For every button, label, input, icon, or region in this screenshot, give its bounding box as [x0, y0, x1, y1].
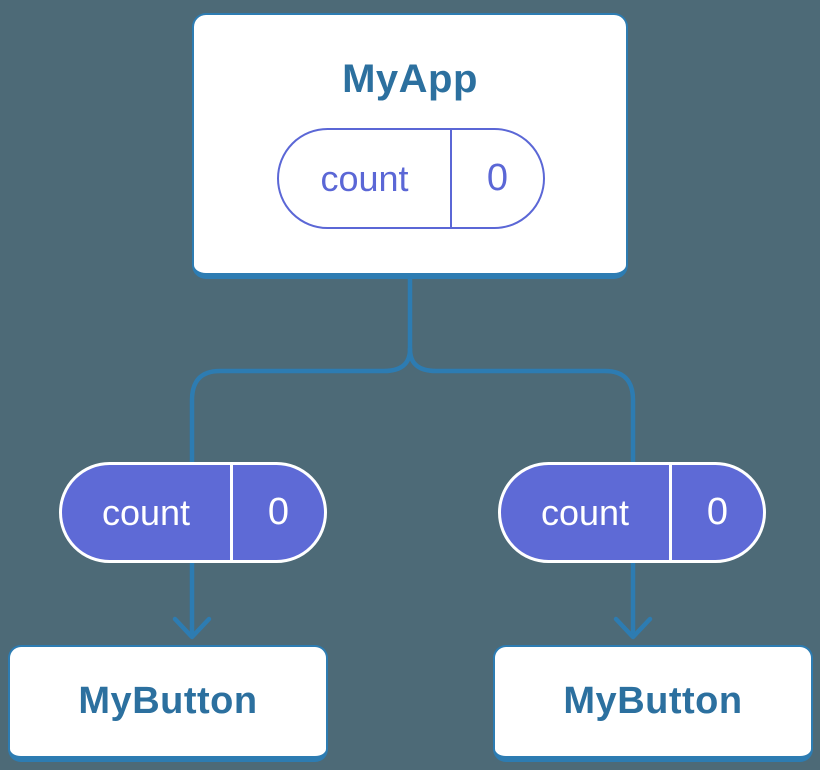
left-prop-value: 0 — [267, 491, 290, 533]
right-prop-name: count — [501, 465, 672, 560]
right-child-component-title: MyButton — [563, 680, 743, 722]
right-prop-value: 0 — [706, 491, 729, 533]
right-arrowhead-icon — [613, 616, 653, 640]
left-child-component-node: MyButton — [8, 645, 328, 762]
left-prop-name: count — [62, 465, 233, 560]
left-child-component-title: MyButton — [78, 680, 258, 722]
root-state-pill: count 0 — [277, 128, 545, 229]
root-component-title: MyApp — [342, 57, 478, 101]
left-arrowhead-icon — [172, 616, 212, 640]
right-branch-line — [407, 346, 636, 468]
root-component-node: MyApp count 0 — [192, 13, 628, 279]
root-state-name: count — [279, 130, 452, 227]
left-prop-pill: count 0 — [59, 462, 327, 563]
right-prop-pill: count 0 — [498, 462, 766, 563]
left-branch-line — [189, 346, 413, 468]
right-child-component-node: MyButton — [493, 645, 813, 762]
root-state-value: 0 — [486, 157, 509, 199]
